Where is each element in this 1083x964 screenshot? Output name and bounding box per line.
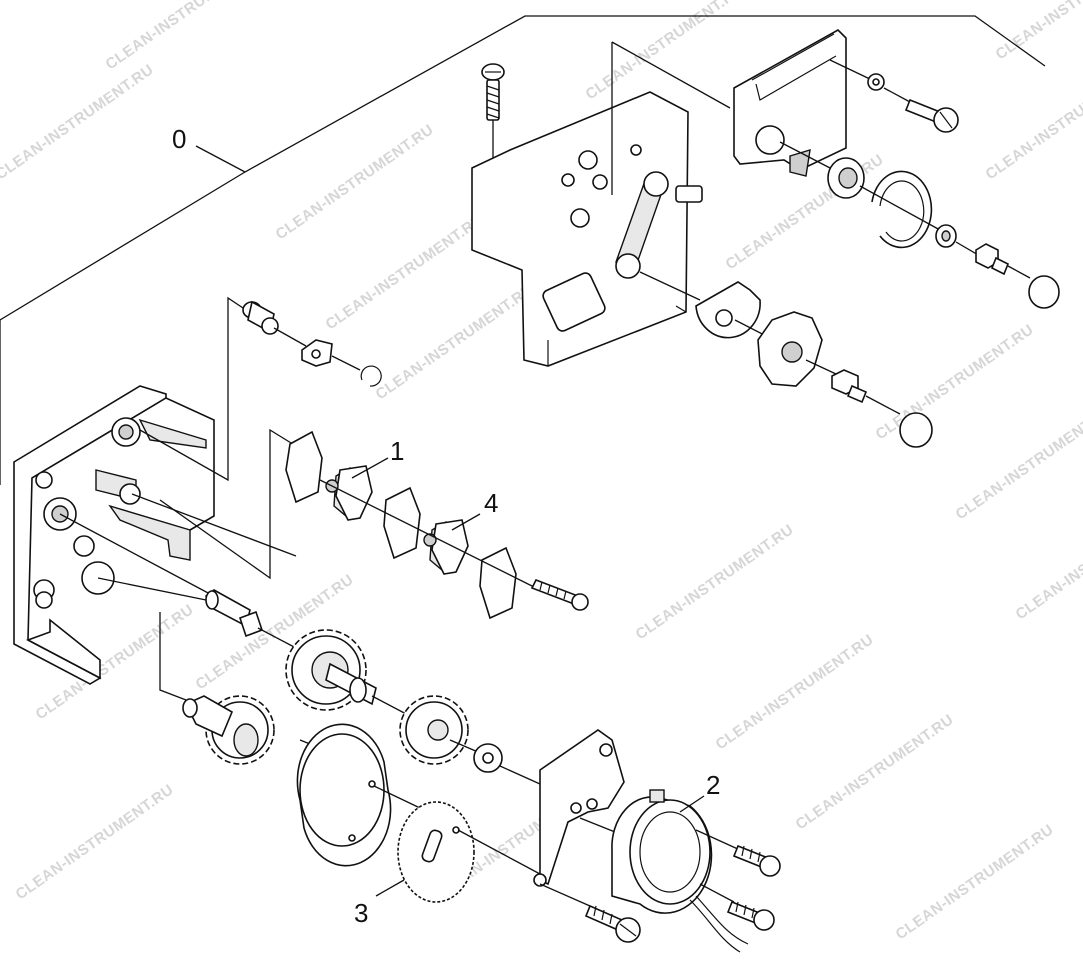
top-bracket	[733, 29, 847, 177]
pin-clip	[242, 300, 382, 387]
frame-leader	[139, 296, 247, 482]
mid-gear	[399, 695, 541, 785]
watermark-text: CLEAN-INSTRUMENT.RU	[323, 211, 487, 333]
callout-leader-4	[451, 513, 481, 531]
plate-post	[570, 208, 590, 228]
watermark-text: CLEAN-INSTRUMENT.RU	[373, 281, 537, 403]
callout-2: 2	[706, 770, 720, 800]
scale-dial	[397, 801, 541, 903]
screw-top	[481, 63, 505, 165]
frame-leader-2	[159, 428, 297, 580]
drive-shaft	[205, 589, 297, 649]
pinion-gear	[182, 695, 275, 765]
watermark-text: CLEAN-INSTRUMENT.RU	[0, 61, 157, 183]
motor-bracket	[533, 729, 641, 943]
watermark-text: CLEAN-INSTRUMENT.RU	[793, 711, 957, 833]
callout-4: 4	[484, 488, 498, 518]
cam-stack	[285, 430, 589, 620]
main-plate	[471, 91, 689, 367]
bearing-ring	[779, 141, 1060, 309]
callout-leader-3	[375, 879, 405, 897]
callout-leader-2	[679, 795, 705, 813]
large-gear	[285, 629, 411, 717]
frame-leader-3	[159, 612, 187, 701]
callout-leader-0	[195, 145, 246, 173]
watermark-text: CLEAN-INSTRUMENT.RU	[633, 521, 797, 643]
callout-0: 0	[172, 124, 186, 154]
watermark-text: CLEAN-INSTRUMENT.RU	[893, 821, 1057, 943]
watermark-text: CLEAN-INSTRUMENT.RU	[953, 401, 1083, 523]
upper-plate-assembly	[471, 41, 731, 367]
watermark-text: CLEAN-INSTRUMENT.RU	[103, 0, 267, 73]
motor	[579, 789, 781, 953]
assembly-outline	[0, 15, 1046, 321]
watermark-text: CLEAN-INSTRUMENT.RU	[873, 321, 1037, 443]
callout-1: 1	[390, 436, 404, 466]
watermark-text: CLEAN-INSTRUMENT.RU	[983, 61, 1083, 183]
callout-3: 3	[354, 898, 368, 928]
watermark-text: CLEAN-INSTRUMENT.RU	[993, 0, 1083, 63]
cam-assembly	[639, 271, 933, 448]
small-washer-screw	[829, 59, 959, 133]
watermark-text: CLEAN-INSTRUMENT.RU	[1013, 501, 1083, 623]
callout-leader-1	[351, 457, 389, 479]
left-frame	[13, 385, 297, 685]
watermark-text: CLEAN-INSTRUMENT.RU	[713, 631, 877, 753]
disc-cover	[296, 723, 421, 867]
watermark-text: CLEAN-INSTRUMENT.RU	[13, 781, 177, 903]
watermark-text: CLEAN-INSTRUMENT.RU	[273, 121, 437, 243]
